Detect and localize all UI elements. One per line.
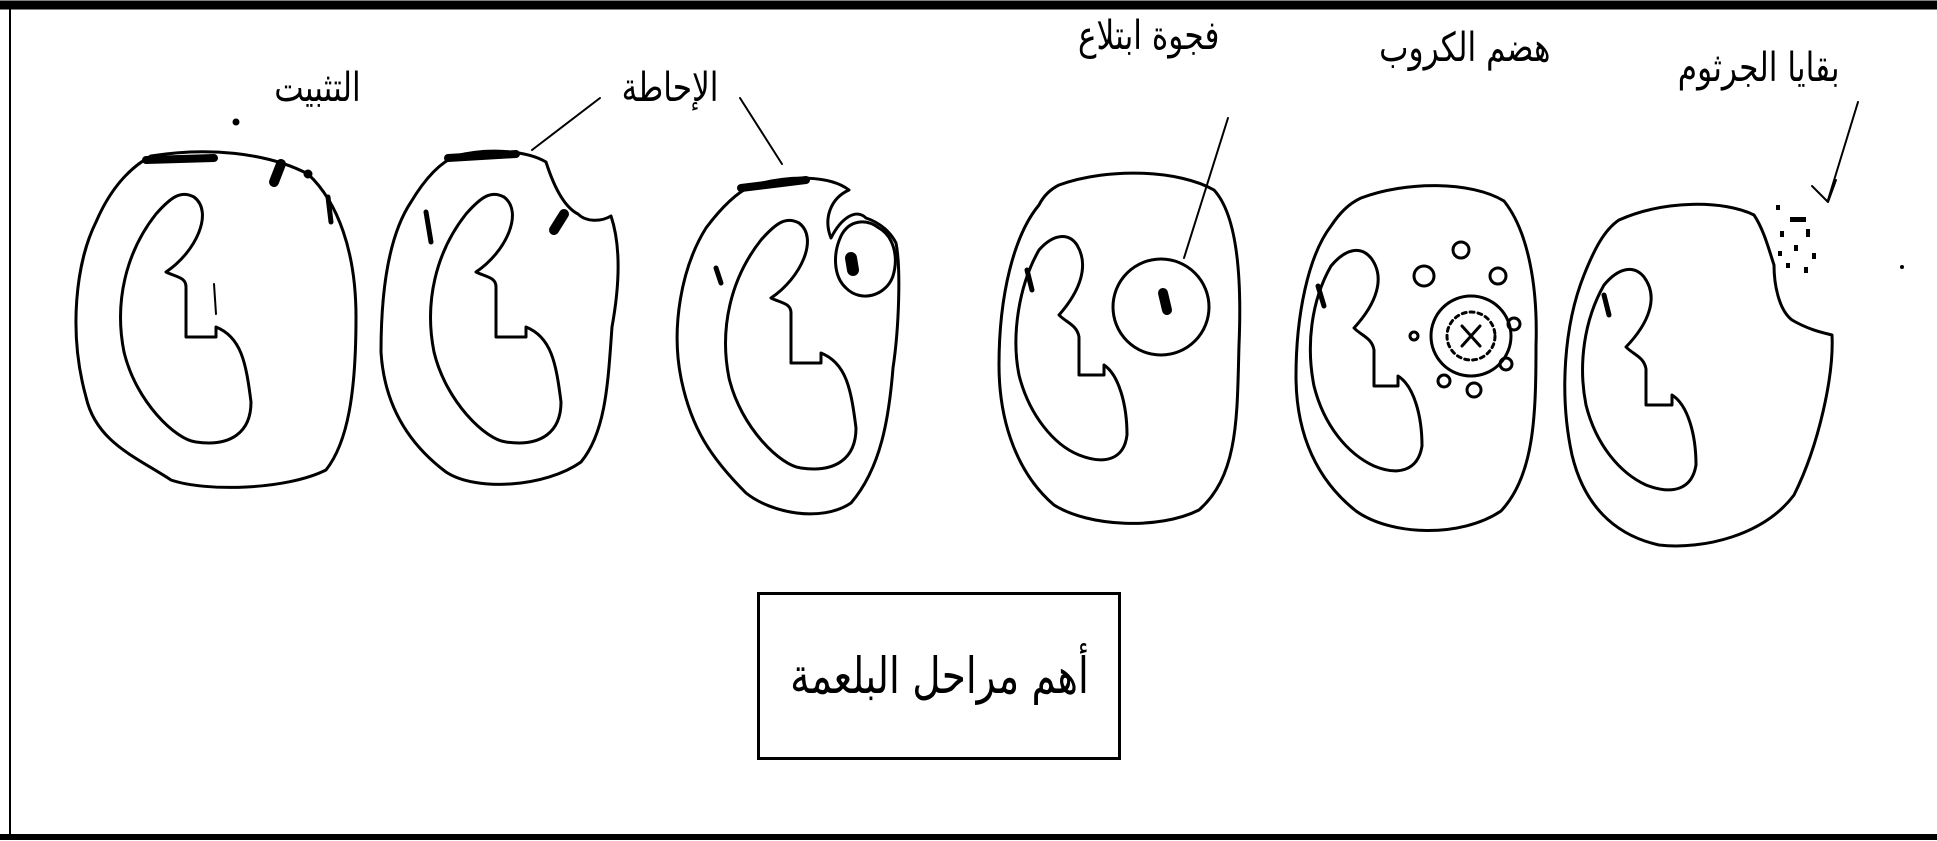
cell-1-particle (234, 120, 238, 124)
label-digestion: هضم الكروب (1379, 28, 1550, 68)
leader-lines (532, 98, 1858, 258)
cell-2-engulfing (381, 151, 618, 484)
cell-2-bacterium (554, 214, 564, 230)
cell-3-membrane-thickening (741, 180, 806, 188)
cell-4-vacuole (999, 173, 1240, 523)
cell-5-lysosome (1490, 268, 1506, 284)
cell-3-forming-vacuole (836, 222, 896, 296)
cell-6-bacterial-remnants (1776, 205, 1816, 273)
label-attachment: التثبيت (274, 68, 360, 108)
cell-6-remnants (1565, 204, 1904, 546)
cell-1-outer-membrane (76, 152, 356, 488)
cell-4-ingestion-vacuole (1113, 259, 1209, 355)
cell-5-lysosome (1500, 358, 1512, 370)
cell-4-outer-membrane (999, 173, 1240, 523)
cell-5-digestion (1296, 186, 1536, 531)
cell-5-lysosome (1414, 266, 1434, 286)
label-ingestion-vacuole: فجوة ابتلاع (1078, 16, 1219, 56)
diagram-title: أهم مراحل البلعمة (790, 647, 1089, 705)
title-box: أهم مراحل البلعمة (757, 592, 1121, 760)
cell-5-lysosome (1467, 383, 1481, 397)
cell-6-nucleus (1583, 269, 1696, 489)
cell-3-engulfing (677, 178, 899, 514)
cell-5-outer-membrane (1296, 186, 1536, 531)
cell-1-bacterium (274, 164, 281, 182)
cell-2-membrane-thickening (448, 154, 516, 158)
leader-engulfing-right (740, 98, 782, 164)
label-remnants: بقايا الجرثوم (1678, 48, 1840, 88)
cell-4-engulfed-bacterium (1163, 293, 1167, 310)
cell-1-nucleus (121, 194, 251, 443)
leader-engulfing-left (532, 98, 600, 150)
leader-vacuole (1184, 118, 1228, 258)
cell-2-outer-membrane (381, 151, 618, 484)
cell-6-outer-membrane (1565, 204, 1832, 546)
cell-2-nucleus (431, 194, 561, 443)
cell-5-nucleus (1310, 250, 1422, 470)
cell-5-lysosome (1438, 375, 1450, 387)
cell-4-nucleus (1016, 237, 1127, 460)
cell-5-lysosome (1453, 242, 1469, 258)
cell-3-bacterium (851, 258, 853, 270)
cell-5-lysosome (1410, 332, 1418, 340)
label-engulfing: الإحاطة (622, 68, 719, 108)
cell-1-attachment (76, 120, 356, 487)
leader-remnants (1828, 102, 1858, 200)
cell-1-particle (305, 171, 311, 177)
cell-1-membrane-thickening (146, 158, 214, 160)
